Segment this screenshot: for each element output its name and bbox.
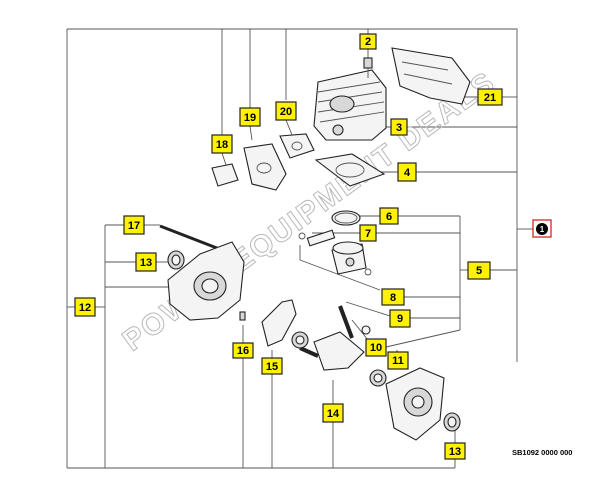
callout-2: 2: [359, 33, 377, 50]
callout-18: 18: [211, 134, 233, 154]
crankcase-right: [385, 367, 445, 441]
svg-text:19: 19: [244, 112, 256, 124]
svg-text:21: 21: [484, 92, 496, 104]
svg-text:11: 11: [392, 355, 404, 367]
callout-10: 10: [365, 338, 387, 357]
svg-text:7: 7: [365, 228, 371, 240]
svg-text:6: 6: [386, 211, 392, 223]
bearings: [291, 331, 387, 387]
callout-17: 17: [123, 215, 145, 235]
cylinder-gasket: [314, 153, 386, 187]
carburetor-gasket: [211, 163, 239, 187]
crankcase-gasket: [261, 299, 297, 347]
crankcase-left: [167, 241, 245, 321]
callout-3: 3: [390, 118, 408, 136]
svg-text:3: 3: [396, 122, 402, 134]
oil-seal-left: [167, 250, 185, 270]
callout-13-bottom: 13: [444, 442, 466, 460]
svg-text:15: 15: [266, 361, 278, 373]
svg-text:16: 16: [237, 345, 249, 357]
callout-7: 7: [359, 224, 377, 242]
assembly-marker: 1: [532, 219, 552, 238]
svg-text:14: 14: [327, 408, 340, 420]
watermark: POWER EQUIPMENT DEALS: [117, 65, 502, 357]
callout-12: 12: [74, 297, 96, 317]
callout-4: 4: [397, 162, 417, 182]
callout-5: 5: [467, 261, 491, 280]
dowel-pin: [239, 311, 246, 321]
piston-ring: [331, 210, 361, 226]
svg-text:12: 12: [79, 302, 91, 314]
piston-pin: [306, 229, 336, 247]
cylinder: [313, 69, 387, 141]
svg-text:1: 1: [540, 225, 545, 234]
svg-text:2: 2: [365, 36, 371, 48]
spark-plug: [363, 57, 373, 78]
svg-text:4: 4: [404, 167, 411, 179]
circlips: [298, 232, 372, 276]
callout-13-top: 13: [135, 252, 157, 272]
svg-text:9: 9: [397, 313, 403, 325]
svg-text:17: 17: [128, 220, 140, 232]
callout-14: 14: [322, 403, 344, 423]
bolt: [159, 224, 223, 252]
callout-21: 21: [477, 88, 503, 106]
svg-text:8: 8: [390, 292, 396, 304]
heat-shield: [391, 47, 471, 105]
callout-20: 20: [275, 101, 297, 121]
callout-9: 9: [389, 309, 411, 328]
svg-text:5: 5: [476, 265, 482, 277]
callout-16: 16: [232, 342, 254, 359]
crankshaft: [299, 305, 365, 371]
needle-bearing: [361, 325, 371, 335]
svg-text:20: 20: [280, 106, 292, 118]
piston: [331, 241, 367, 275]
reference-code: SB1092 0000 000: [512, 448, 572, 457]
svg-text:13: 13: [140, 257, 152, 269]
svg-text:13: 13: [449, 446, 461, 458]
svg-text:10: 10: [370, 342, 382, 354]
svg-text:18: 18: [216, 139, 228, 151]
callout-6: 6: [379, 207, 399, 225]
callout-19: 19: [239, 107, 261, 127]
manifold: [279, 133, 315, 159]
callout-15: 15: [261, 357, 283, 375]
callout-11: 11: [387, 351, 409, 370]
callout-8: 8: [381, 288, 405, 306]
intake-gasket: [243, 143, 287, 191]
oil-seal-right: [443, 412, 461, 432]
